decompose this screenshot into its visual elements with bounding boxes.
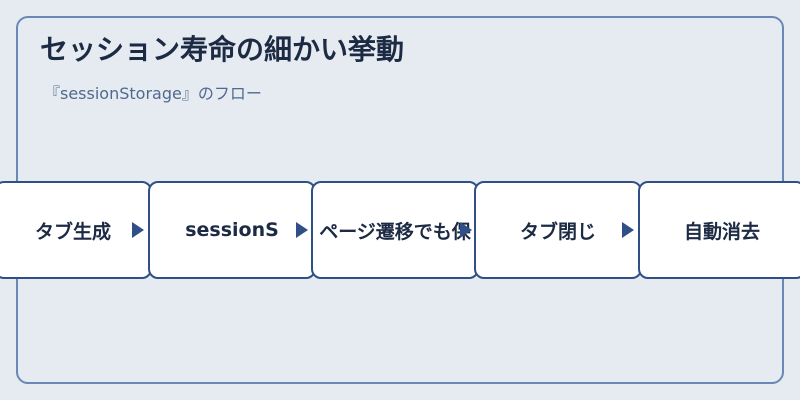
flow-arrow-icon <box>296 222 308 238</box>
flow-arrow-icon <box>132 222 144 238</box>
flow-step-label: ページ遷移でも保 <box>319 220 471 243</box>
flow-step-label: タブ生成 <box>34 220 111 243</box>
page-title: セッション寿命の細かい挙動 <box>40 33 405 66</box>
flow-step-label: sessionS <box>185 219 279 241</box>
flow-step-tab-close: タブ閉じ <box>474 181 642 279</box>
flow-step-label: 自動消去 <box>683 220 760 243</box>
flow-step-auto-delete: 自動消去 <box>638 181 800 279</box>
flow-step-label: タブ閉じ <box>519 220 596 243</box>
flow-arrow-icon <box>622 222 634 238</box>
flow-diagram: タブ生成 sessionS ページ遷移でも保 タブ閉じ 自動消去 <box>0 181 800 279</box>
flow-step-tab-create: タブ生成 <box>0 181 152 279</box>
flow-arrow-icon <box>460 222 472 238</box>
flow-step-page-navigation: ページ遷移でも保 <box>311 181 479 279</box>
flow-step-session-storage: sessionS <box>148 181 316 279</box>
page-subtitle: 『sessionStorage』のフロー <box>44 84 262 103</box>
